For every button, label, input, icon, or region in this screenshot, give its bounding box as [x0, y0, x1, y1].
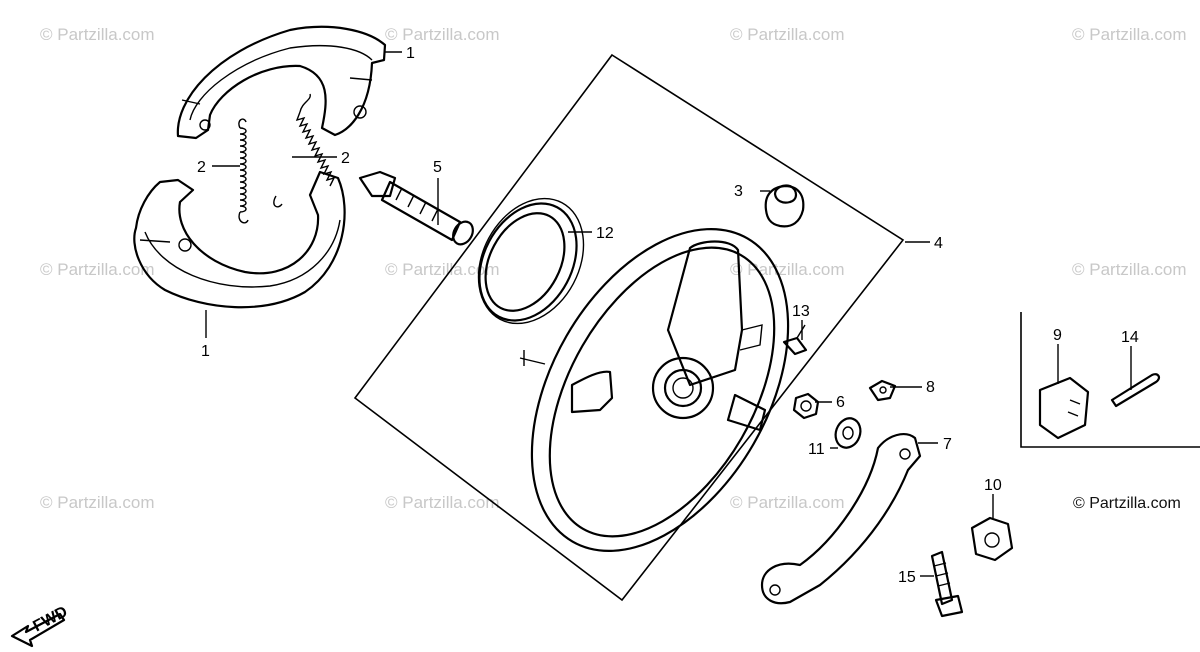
leader-lines: [205, 51, 1132, 577]
callout-2-right: 2: [341, 150, 350, 167]
nut: [792, 392, 820, 420]
watermark: © Partzilla.com: [1072, 260, 1187, 279]
callout-14: 14: [1121, 329, 1139, 346]
watermark: © Partzilla.com: [40, 260, 155, 279]
dust-seal: [477, 197, 585, 325]
brake-shoe-bottom: [133, 170, 346, 309]
watermark: © Partzilla.com: [730, 493, 845, 512]
callout-4: 4: [934, 235, 943, 252]
callout-3: 3: [734, 183, 743, 200]
callout-7: 7: [943, 436, 952, 453]
callout-6: 6: [836, 394, 845, 411]
callouts: 1 1 2 2 3 4 5 6 7 8 9 10 11 12 13 14 15: [197, 45, 1139, 586]
watermark: © Partzilla.com: [1072, 25, 1187, 44]
callout-8: 8: [926, 379, 935, 396]
callout-13: 13: [792, 303, 810, 320]
indicator-plate: [868, 379, 897, 402]
return-spring-left: [238, 118, 249, 224]
brake-arm: [760, 433, 922, 605]
callout-11: 11: [808, 441, 825, 458]
callout-10: 10: [984, 477, 1002, 494]
screw: [782, 324, 808, 356]
callout-5: 5: [433, 159, 442, 176]
watermark: © Partzilla.com: [730, 25, 845, 44]
watermark: © Partzilla.com: [40, 493, 155, 512]
watermark: © Partzilla.com: [730, 260, 845, 279]
fwd-arrow: FWD: [10, 603, 71, 648]
callout-15: 15: [898, 569, 916, 586]
inspection-cap: [764, 184, 805, 228]
watermark: © Partzilla.com: [385, 25, 500, 44]
brake-panel: [519, 228, 790, 552]
callout-2-left: 2: [197, 159, 206, 176]
callout-1-bottom: 1: [201, 343, 210, 360]
credit-text: © Partzilla.com: [1073, 495, 1181, 512]
callout-9: 9: [1053, 327, 1062, 344]
cotter-pin: [1110, 373, 1161, 408]
return-spring-right: [273, 93, 336, 208]
subassembly-bracket: [1020, 312, 1200, 448]
watermark: © Partzilla.com: [385, 260, 500, 279]
flange-nut: [970, 516, 1014, 562]
bolt: [930, 550, 964, 618]
watermark: © Partzilla.com: [40, 25, 155, 44]
brake-cam: [358, 170, 474, 246]
assembly-frame-4: [353, 53, 905, 602]
callout-1-top: 1: [406, 45, 415, 62]
watermark: © Partzilla.com: [385, 493, 500, 512]
brake-switch: [1038, 376, 1090, 440]
watermark-layer: © Partzilla.com © Partzilla.com © Partzi…: [40, 25, 1187, 512]
fwd-label: FWD: [30, 603, 70, 635]
brake-shoe-top: [176, 25, 387, 140]
washer: [834, 417, 862, 449]
callout-12: 12: [596, 225, 614, 242]
